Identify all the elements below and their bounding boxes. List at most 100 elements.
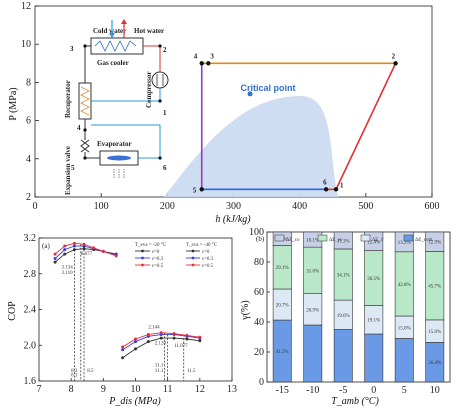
- cop-point: [185, 333, 189, 337]
- cop-point: [63, 244, 67, 248]
- segment-label: 31.0%: [306, 269, 319, 274]
- node-3: [83, 44, 87, 48]
- panel-a-xlabel: P_dis (MPa): [108, 396, 161, 407]
- top-ytick-label: 12: [21, 1, 31, 12]
- state-point: [206, 61, 211, 66]
- legend-marker: [141, 249, 144, 253]
- vapor-dome: [164, 96, 338, 197]
- segment-label: 12.4%: [367, 240, 380, 245]
- cop-point: [134, 340, 137, 344]
- b-ytick-label: 40: [254, 317, 264, 328]
- compressor-label: Compressor: [145, 72, 153, 108]
- gas-cooler-box: [90, 37, 144, 55]
- state-point-label: 6: [323, 178, 327, 186]
- cop-point: [63, 248, 67, 252]
- legend-swatch: [274, 234, 285, 242]
- a-xtick-label: 11: [163, 384, 173, 395]
- top-xtick-label: 300: [226, 201, 241, 212]
- panel-b-border: [266, 231, 451, 383]
- hot-water-label: Hot water: [134, 27, 164, 35]
- annot-right: 2.144: [148, 325, 160, 330]
- top-ytick-label: 4: [26, 154, 31, 165]
- a-ytick-label: 2.4: [24, 305, 37, 316]
- legend-marker: [141, 263, 144, 267]
- stacked-bar-segment: [303, 324, 323, 383]
- cop-point: [53, 252, 57, 256]
- stacked-bar-segment: [425, 231, 445, 252]
- b-ytick-label: 100: [249, 227, 264, 238]
- cop-point: [72, 244, 76, 248]
- gas-cooler-coil: [94, 40, 137, 52]
- state-point: [199, 61, 204, 66]
- b-ytick-label: 60: [254, 287, 264, 298]
- legend-label: ε=0.3: [152, 257, 164, 262]
- evaporator-fan: [107, 155, 131, 161]
- a-ytick-label: 2.8: [24, 269, 37, 280]
- stacked-bar-segment: [333, 231, 353, 250]
- expansion-valve-label: Expansion valve: [64, 146, 72, 195]
- node-6-label: 6: [163, 164, 167, 172]
- a-ytick-label: 3.2: [24, 233, 37, 244]
- panel-b-tag: (b): [256, 235, 265, 243]
- cop-point: [63, 252, 67, 256]
- node-5: [83, 156, 87, 160]
- b-ytick-label: 0: [259, 377, 264, 388]
- state-point-label: 3: [210, 52, 214, 60]
- panel-b-bars: 41.3%20.7%29.1%8.9%20.9%31.0%10.1%19.6%3…: [272, 231, 445, 383]
- legend-swatch: [403, 234, 414, 242]
- cold-water-arrowhead: [109, 33, 115, 38]
- cop-point: [134, 337, 137, 341]
- annot-right: 2.120: [155, 341, 167, 346]
- node-5-label: 5: [71, 164, 75, 172]
- legend-marker: [141, 256, 144, 260]
- top-xtick-label: 200: [160, 201, 175, 212]
- state-point-label: 5: [193, 186, 197, 194]
- legend-label: ε=0.5: [202, 264, 214, 269]
- top-xtick-label: 400: [292, 201, 307, 212]
- annot-right: 11.077: [174, 344, 188, 349]
- legend-swatch: [360, 234, 371, 242]
- a-xtick-label: 12: [195, 384, 205, 395]
- cop-point: [101, 249, 105, 253]
- b-xtick-label: 5: [402, 385, 407, 396]
- cop-point: [92, 246, 96, 250]
- cop-point: [121, 345, 125, 349]
- legend-marker: [191, 249, 195, 253]
- b-xtick-label: 10: [430, 385, 440, 396]
- a-xtick-label: 8: [69, 384, 74, 395]
- legend-label: ΔE_ir: [372, 238, 384, 243]
- state-point: [393, 61, 398, 66]
- segment-label: 41.3%: [276, 350, 289, 355]
- annot-left: 8.3: [71, 374, 78, 379]
- a-xtick-label: 13: [227, 384, 237, 395]
- segment-label: 20.9%: [306, 308, 319, 313]
- top-xtick-label: 0: [33, 201, 38, 212]
- a-ytick-label: 1.6: [24, 376, 37, 387]
- top-xlabel: h (kJ/kg): [215, 214, 251, 225]
- a-xtick-label: 9: [101, 384, 106, 395]
- cycle-segment: [335, 62, 397, 190]
- segment-label: 19.1%: [367, 319, 380, 324]
- segment-label: 10.1%: [306, 239, 319, 244]
- annot-left: 8.077: [81, 252, 93, 257]
- b-ytick-label: 80: [254, 257, 264, 268]
- annot-left: 3.110: [62, 271, 74, 276]
- top-xtick-label: 500: [358, 201, 373, 212]
- node-3-label: 3: [70, 45, 74, 53]
- top-ytick-label: 8: [26, 77, 31, 88]
- critical-point-marker: [247, 91, 253, 97]
- segment-label: 42.8%: [398, 283, 411, 288]
- segment-label: 45.7%: [428, 285, 441, 290]
- annot-right: 11.5: [187, 369, 196, 374]
- cop-point: [198, 339, 202, 343]
- compressor-inner: [156, 74, 164, 86]
- state-point-label: 2: [392, 52, 396, 60]
- legend-swatch: [317, 234, 328, 242]
- segment-label: 13.2%: [398, 241, 411, 246]
- panel-a-ylabel: COP: [7, 301, 18, 321]
- b-xtick-label: -10: [306, 385, 319, 396]
- top-ylabel: P (MPa): [8, 87, 19, 120]
